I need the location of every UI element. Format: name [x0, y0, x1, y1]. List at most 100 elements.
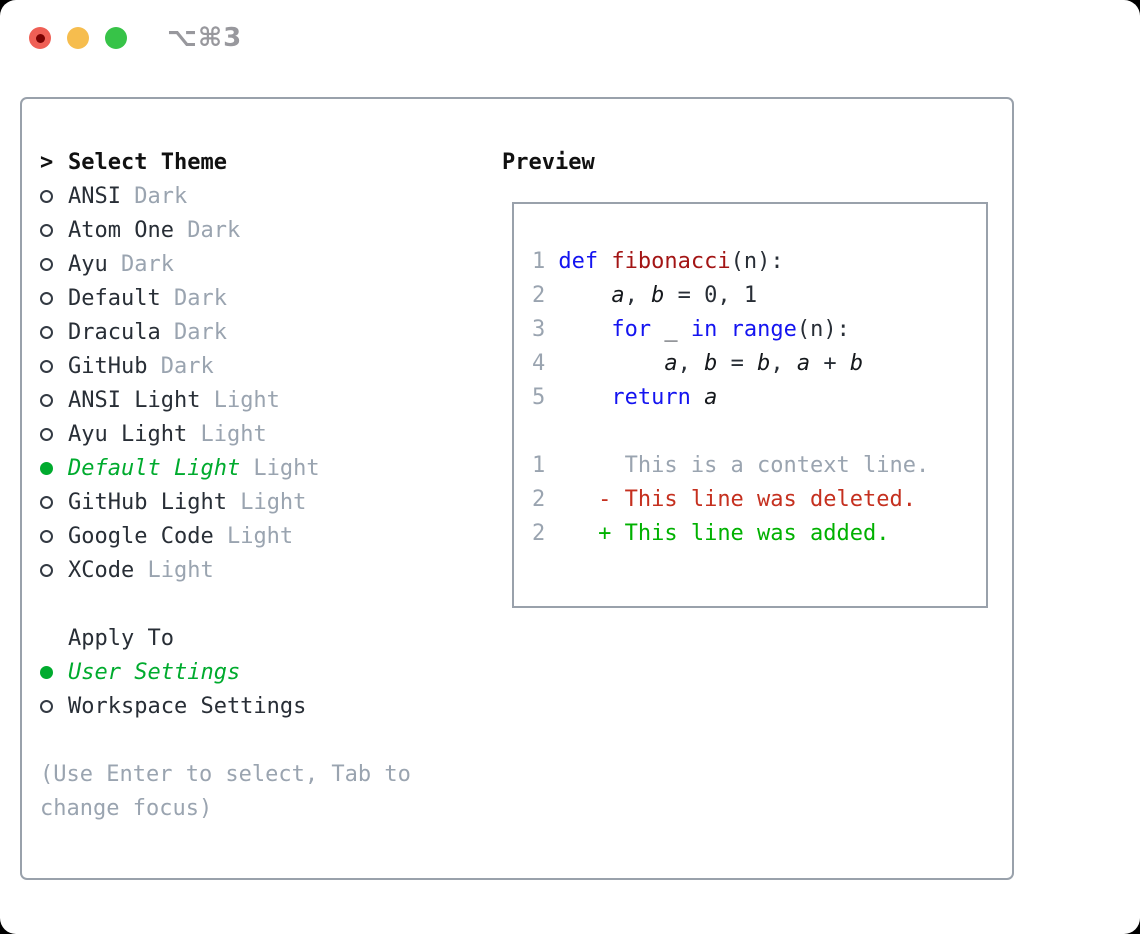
option-label: Default Light — [68, 455, 241, 481]
radio-slot — [40, 359, 68, 373]
select-theme-heading-row: > Select Theme — [40, 145, 411, 179]
token-pl — [558, 317, 611, 342]
line-number: 3 — [532, 316, 546, 342]
preview-line: 5 return a — [532, 380, 986, 414]
theme-option-xcode[interactable]: XCode Light — [40, 553, 411, 587]
option-label: Google Code — [68, 523, 214, 549]
theme-option-dracula[interactable]: Dracula Dark — [40, 315, 411, 349]
preview-blank-line — [532, 414, 986, 448]
option-variant-label: Light — [240, 455, 320, 481]
token-pl: (n): — [796, 316, 850, 342]
line-content: + This line was added. — [558, 521, 889, 546]
radio-unselected-icon — [40, 699, 53, 713]
line-content: return a — [558, 385, 717, 410]
hint-line-1: (Use Enter to select, Tab to — [40, 761, 411, 787]
apply-option-user-settings[interactable]: User Settings — [40, 655, 411, 689]
preview-line: 2 + This line was added. — [532, 516, 986, 550]
option-variant-label: Dark — [147, 353, 214, 379]
token-pl — [598, 249, 611, 274]
line-number: 5 — [532, 384, 546, 410]
token-kw: in — [690, 316, 718, 342]
token-pl — [691, 385, 704, 410]
option-variant-label: Dark — [160, 319, 227, 345]
option-label: GitHub Light — [68, 489, 227, 515]
apply-option-workspace-settings[interactable]: Workspace Settings — [40, 689, 411, 723]
close-button[interactable] — [29, 27, 51, 49]
radio-unselected-icon — [40, 529, 53, 543]
option-label: Workspace Settings — [68, 693, 307, 719]
theme-option-google-code[interactable]: Google Code Light — [40, 519, 411, 553]
token-var: a — [664, 350, 678, 376]
minimize-button[interactable] — [67, 27, 89, 49]
token-kw: def — [558, 248, 599, 274]
radio-selected-icon — [40, 461, 53, 475]
zoom-button[interactable] — [105, 27, 127, 49]
preview-line: 1 def fibonacci(n): — [532, 244, 986, 278]
token-pl: + — [810, 350, 850, 376]
line-number: 2 — [532, 520, 546, 546]
traffic-lights — [29, 27, 127, 49]
spacer-row — [40, 587, 411, 621]
radio-unselected-icon — [40, 257, 53, 271]
theme-option-github[interactable]: GitHub Dark — [40, 349, 411, 383]
option-label: ANSI Light — [68, 387, 201, 413]
line-content: a, b = 0, 1 — [558, 283, 757, 308]
option-variant-label: Light — [213, 523, 294, 549]
preview-line: 2 a, b = 0, 1 — [532, 278, 986, 312]
radio-unselected-icon — [40, 495, 53, 509]
token-pl: = — [717, 350, 758, 376]
focus-caret-slot: > — [40, 150, 68, 175]
line-content: for _ in range(n): — [558, 317, 849, 342]
option-variant-label: Dark — [160, 285, 227, 311]
radio-slot — [40, 665, 68, 679]
option-label: GitHub — [68, 353, 148, 379]
radio-unselected-icon — [40, 359, 53, 373]
token-pl: _ — [651, 316, 691, 342]
line-content: This is a context line. — [558, 452, 930, 478]
hint-line-2: change focus) — [40, 795, 213, 821]
radio-unselected-icon — [40, 291, 53, 305]
select-theme-heading: Select Theme — [68, 149, 227, 175]
spacer-row — [40, 723, 411, 757]
option-label: Dracula — [68, 319, 161, 345]
token-pl: , — [677, 350, 705, 376]
token-var: b — [704, 350, 718, 376]
token-pl — [717, 317, 730, 342]
token-pl: , — [624, 282, 652, 308]
token-kw: range — [730, 316, 797, 342]
radio-unselected-icon — [40, 189, 53, 203]
titlebar: ⌥⌘3 — [0, 0, 1140, 76]
theme-option-ayu[interactable]: Ayu Dark — [40, 247, 411, 281]
token-fn: fibonacci — [611, 248, 731, 274]
theme-option-ansi-light[interactable]: ANSI Light Light — [40, 383, 411, 417]
token-pl — [558, 283, 611, 308]
focus-caret-icon: > — [40, 149, 54, 175]
token-ctx: This is a context line. — [558, 452, 930, 478]
theme-option-default[interactable]: Default Dark — [40, 281, 411, 315]
radio-unselected-icon — [40, 393, 53, 407]
radio-slot — [40, 699, 68, 713]
radio-slot — [40, 223, 68, 237]
line-number: 1 — [532, 248, 546, 274]
theme-option-ansi[interactable]: ANSI Dark — [40, 179, 411, 213]
theme-option-ayu-light[interactable]: Ayu Light Light — [40, 417, 411, 451]
option-label: Ayu — [68, 251, 108, 277]
theme-option-atom-one[interactable]: Atom One Dark — [40, 213, 411, 247]
theme-option-default-light[interactable]: Default Light Light — [40, 451, 411, 485]
token-kw: return — [611, 384, 691, 410]
preview-line: 1 This is a context line. — [532, 448, 986, 482]
token-var: a — [796, 350, 811, 376]
option-label: Default — [68, 285, 161, 311]
line-number: 2 — [532, 486, 546, 512]
radio-slot — [40, 291, 68, 305]
theme-option-github-light[interactable]: GitHub Light Light — [40, 485, 411, 519]
line-content: def fibonacci(n): — [558, 249, 783, 274]
token-var: a — [611, 282, 625, 308]
radio-slot — [40, 325, 68, 339]
token-pl: , — [770, 350, 797, 376]
